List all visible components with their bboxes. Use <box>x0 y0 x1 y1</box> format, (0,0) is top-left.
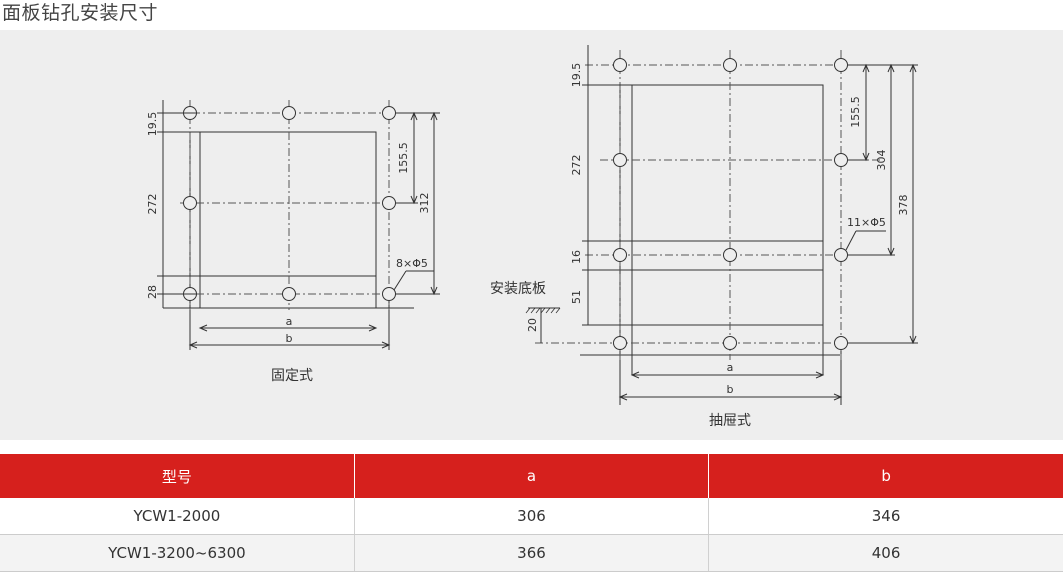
fixed-dim-mid: 272 <box>146 194 159 215</box>
drawer-panel-outline <box>619 84 824 326</box>
mounting-hole <box>613 58 627 72</box>
mounting-hole <box>183 196 197 210</box>
fixed-hole-callout: 8×Φ5 <box>396 257 428 270</box>
drawer-dim-lower: 51 <box>570 290 583 304</box>
drawer-dim-mid-total: 304 <box>875 150 888 171</box>
cell-a: 366 <box>353 534 709 572</box>
mounting-hole <box>723 248 737 262</box>
cell-b: 406 <box>708 534 1063 572</box>
fixed-dim-total: 312 <box>418 193 431 214</box>
column-header-a: a <box>353 454 709 498</box>
drawer-dim-b: b <box>727 383 734 396</box>
mounting-hole <box>834 58 848 72</box>
mounting-hole <box>834 248 848 262</box>
drawer-dim-mid: 272 <box>570 155 583 176</box>
drawer-dim-top: 19.5 <box>570 63 583 88</box>
cell-model: YCW1-2000 <box>0 498 355 535</box>
drawer-type-diagram: 19.5 272 16 51 安装底板 20 155.5 304 378 <box>490 45 920 429</box>
drawer-dim-inner: 155.5 <box>849 96 862 128</box>
fixed-dim-b: b <box>286 332 293 345</box>
drilling-diagram-panel: 19.5 272 28 155.5 312 8×Φ5 a b 固定式 <box>0 30 1063 440</box>
table-header-row: 型号 a b <box>0 454 1063 498</box>
mounting-hole <box>282 106 296 120</box>
mounting-hole <box>613 248 627 262</box>
mounting-plate-label: 安装底板 <box>490 281 546 297</box>
spec-table: 型号 a b YCW1-2000 306 346 YCW1-3200~6300 … <box>0 454 1063 572</box>
cell-model: YCW1-3200~6300 <box>0 534 355 572</box>
drawer-dim-a: a <box>727 361 734 374</box>
mounting-hole <box>613 336 627 350</box>
drawer-hole-callout: 11×Φ5 <box>847 216 886 229</box>
mounting-hole <box>382 196 396 210</box>
drawer-dim-total: 378 <box>897 195 910 216</box>
cell-a: 306 <box>353 498 709 535</box>
drawer-dim-rail: 16 <box>570 250 583 264</box>
mounting-hole <box>834 336 848 350</box>
cell-b: 346 <box>708 498 1063 535</box>
fixed-dim-inner: 155.5 <box>397 142 410 174</box>
mounting-hole <box>613 153 627 167</box>
mounting-hole <box>282 287 296 301</box>
drawer-dim-base: 20 <box>526 318 539 332</box>
drilling-diagram: 19.5 272 28 155.5 312 8×Φ5 a b 固定式 <box>146 45 920 429</box>
fixed-dim-top: 19.5 <box>146 112 159 137</box>
page-title: 面板钻孔安装尺寸 <box>2 2 159 24</box>
column-header-model: 型号 <box>0 454 355 498</box>
mounting-hole <box>382 106 396 120</box>
mounting-hole <box>834 153 848 167</box>
fixed-type-diagram: 19.5 272 28 155.5 312 8×Φ5 a b 固定式 <box>146 100 440 384</box>
table-row: YCW1-2000 306 346 <box>0 498 1063 535</box>
mounting-hole <box>723 58 737 72</box>
fixed-panel-outline <box>189 131 377 277</box>
column-header-b: b <box>708 454 1063 498</box>
mounting-hole <box>382 287 396 301</box>
drawer-caption: 抽屉式 <box>709 413 751 429</box>
fixed-caption: 固定式 <box>271 368 313 384</box>
mounting-hole <box>723 336 737 350</box>
table-row: YCW1-3200~6300 366 406 <box>0 534 1063 572</box>
fixed-dim-a: a <box>286 315 293 328</box>
fixed-dim-bottom: 28 <box>146 285 159 299</box>
drawer-mounting-holes <box>613 58 848 350</box>
